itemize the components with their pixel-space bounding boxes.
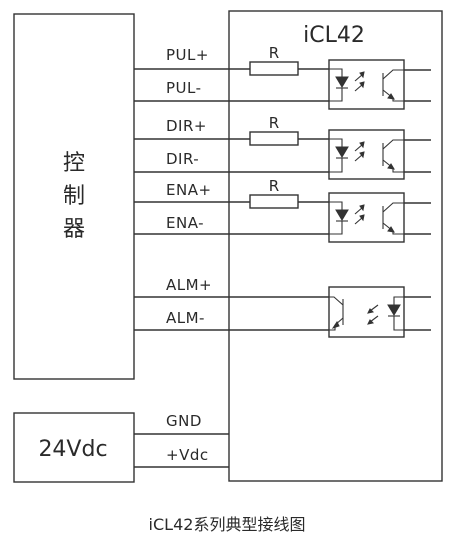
signal-label-pul-plus: PUL+ xyxy=(166,46,209,64)
resistor-dir: R xyxy=(249,114,329,146)
signal-label-pul-minus: PUL- xyxy=(166,79,202,97)
signal-label-ena-minus: ENA- xyxy=(166,214,204,232)
controller-label-1: 控 xyxy=(63,151,85,176)
power-supply-box xyxy=(13,412,135,483)
resistor-label-dir: R xyxy=(269,114,279,132)
optocoupler-alm xyxy=(328,286,405,338)
driver-title: iCL42 xyxy=(303,23,365,48)
signal-label-alm-minus: ALM- xyxy=(166,309,205,327)
power-supply-label: 24Vdc xyxy=(38,437,107,462)
resistor-label-pul: R xyxy=(269,44,279,62)
optocoupler-pul xyxy=(328,59,405,110)
signal-label-dir-plus: DIR+ xyxy=(166,117,207,135)
signal-label-alm-plus: ALM+ xyxy=(166,276,212,294)
resistor-label-ena: R xyxy=(269,177,279,195)
diagram-caption: iCL42系列典型接线图 xyxy=(149,515,306,534)
resistor-pul: R xyxy=(249,44,329,76)
controller-box xyxy=(13,13,135,380)
controller-label-3: 器 xyxy=(63,217,85,242)
signal-label-ena-plus: ENA+ xyxy=(166,181,212,199)
resistor-ena: R xyxy=(249,177,329,209)
signal-label-dir-minus: DIR- xyxy=(166,150,199,168)
signal-label-vdc: +Vdc xyxy=(166,446,209,464)
signal-label-gnd: GND xyxy=(166,412,202,430)
driver-box xyxy=(228,10,443,482)
controller-label-2: 制 xyxy=(63,184,85,209)
optocoupler-dir xyxy=(328,129,405,180)
signal-wires xyxy=(134,68,329,468)
optocoupler-ena xyxy=(328,192,405,243)
driver-internal-lines xyxy=(404,69,431,331)
